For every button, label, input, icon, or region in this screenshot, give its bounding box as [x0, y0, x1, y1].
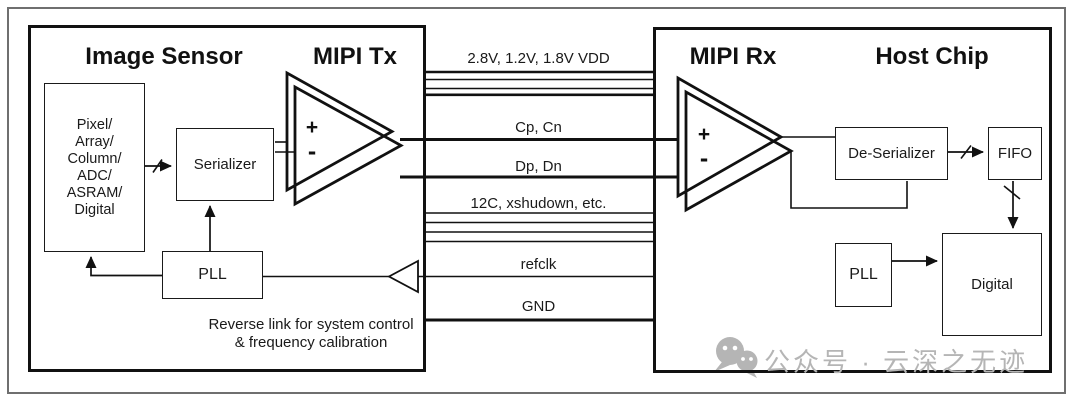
digital-block: Digital: [942, 233, 1042, 336]
tx-pll-label: PLL: [198, 266, 227, 283]
pixel-line: Column/: [67, 150, 122, 167]
reverse-link-note-line2: & frequency calibration: [234, 333, 388, 351]
mipi-rx-title: MIPI Rx: [689, 43, 777, 70]
host-chip-title: Host Chip: [875, 43, 989, 70]
clock-lane-label: Cp, Cn: [515, 119, 562, 136]
wechat-icon: [714, 337, 758, 378]
pixel-line: ADC/: [77, 167, 112, 184]
pixel-line: Digital: [74, 201, 115, 218]
deserializer-to-fifo-arrow: [948, 145, 984, 159]
tx-amp-plus-sign: +: [305, 116, 319, 139]
serializer-to-amp-lines: [275, 141, 295, 153]
gnd-label: GND: [521, 298, 556, 315]
vdd-bus-label: 2.8V, 1.2V, 1.8V VDD: [467, 50, 610, 67]
pixel-to-serializer-arrow: [145, 159, 172, 173]
rx-amp-minus-sign: -: [699, 144, 709, 173]
tx-pll-block: PLL: [162, 251, 263, 299]
deserializer-label: De-Serializer: [848, 145, 935, 162]
tx-amp-minus-sign: -: [307, 137, 317, 166]
serializer-block: Serializer: [176, 128, 274, 201]
host-chip-box: [653, 27, 1052, 373]
image-sensor-title: Image Sensor: [85, 43, 243, 70]
data-lane-label: Dp, Dn: [515, 158, 562, 175]
serializer-label: Serializer: [193, 156, 257, 173]
refclk-buffer-triangle: [387, 259, 419, 294]
digital-label: Digital: [971, 276, 1013, 293]
control-bus-label: 12C, xshudown, etc.: [470, 195, 607, 212]
image-sensor-box: [28, 25, 426, 372]
fifo-to-digital-arrow: [1003, 181, 1021, 229]
rx-pll-block: PLL: [835, 243, 892, 307]
fifo-label: FIFO: [997, 145, 1033, 162]
reverse-link-note-line1: Reverse link for system control: [208, 316, 414, 333]
pll-to-pixel-arrow: [85, 256, 162, 277]
vdd-bus-lines: [423, 70, 653, 97]
pixel-line: ASRAM/: [66, 184, 123, 201]
rx-amp-plus-sign: +: [697, 123, 711, 146]
mipi-tx-title: MIPI Tx: [312, 43, 398, 70]
watermark-text: 公众号 · 云深之无迹: [764, 347, 1029, 377]
pixel-array-label: Pixel/ Array/ Column/ ADC/ ASRAM/ Digita…: [67, 117, 123, 219]
refclk-line: [263, 259, 653, 294]
tx-amplifier-triangles: [285, 70, 404, 207]
reverse-link-note: Reverse link for system control & freque…: [208, 316, 413, 351]
control-bus-lines: [423, 212, 653, 243]
pixel-line: Pixel/: [76, 116, 113, 133]
outer-frame: [7, 7, 1066, 394]
deserializer-block: De-Serializer: [835, 127, 948, 180]
pixel-array-block: Pixel/ Array/ Column/ ADC/ ASRAM/ Digita…: [44, 83, 145, 252]
fifo-block: FIFO: [988, 127, 1042, 180]
refclk-label: refclk: [520, 256, 557, 273]
rx-amplifier-triangles: [676, 75, 794, 213]
rx-amp-feedback-line: [790, 151, 908, 209]
rx-pll-label: PLL: [849, 266, 878, 283]
pixel-line: Array/: [75, 133, 114, 150]
lane-lines: [400, 138, 678, 179]
